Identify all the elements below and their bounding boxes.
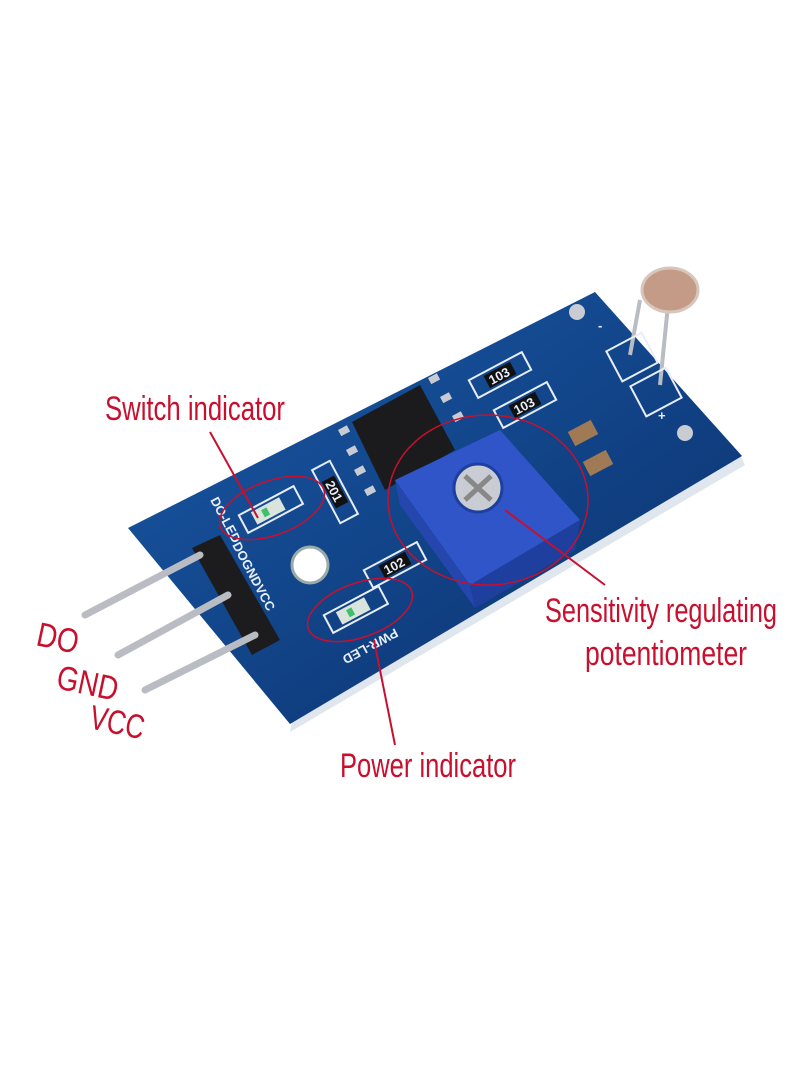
pin-header [81,535,280,694]
power-indicator-label: Power indicator [340,747,516,785]
plus-silkscreen: + [658,408,666,423]
pin-gnd-label: GND [53,659,122,709]
capacitor [582,449,614,477]
photoresistor: - + [598,266,700,423]
potentiometer-label-line1: Sensitivity regulating [545,592,777,630]
mounting-hole [569,304,585,320]
potentiometer-label-line2: potentiometer [585,635,747,673]
switch-led [237,484,305,535]
mounting-hole [290,545,330,585]
mounting-hole [677,425,693,441]
power-led [322,584,390,635]
minus-silkscreen: - [598,318,602,333]
pin-vcc-label: VCC [86,699,148,748]
potentiometer [395,430,580,608]
pin-do-label: DO [33,616,82,662]
capacitor [567,419,599,447]
annotation-marks [209,414,606,746]
switch-indicator-label: Switch indicator [105,390,285,428]
